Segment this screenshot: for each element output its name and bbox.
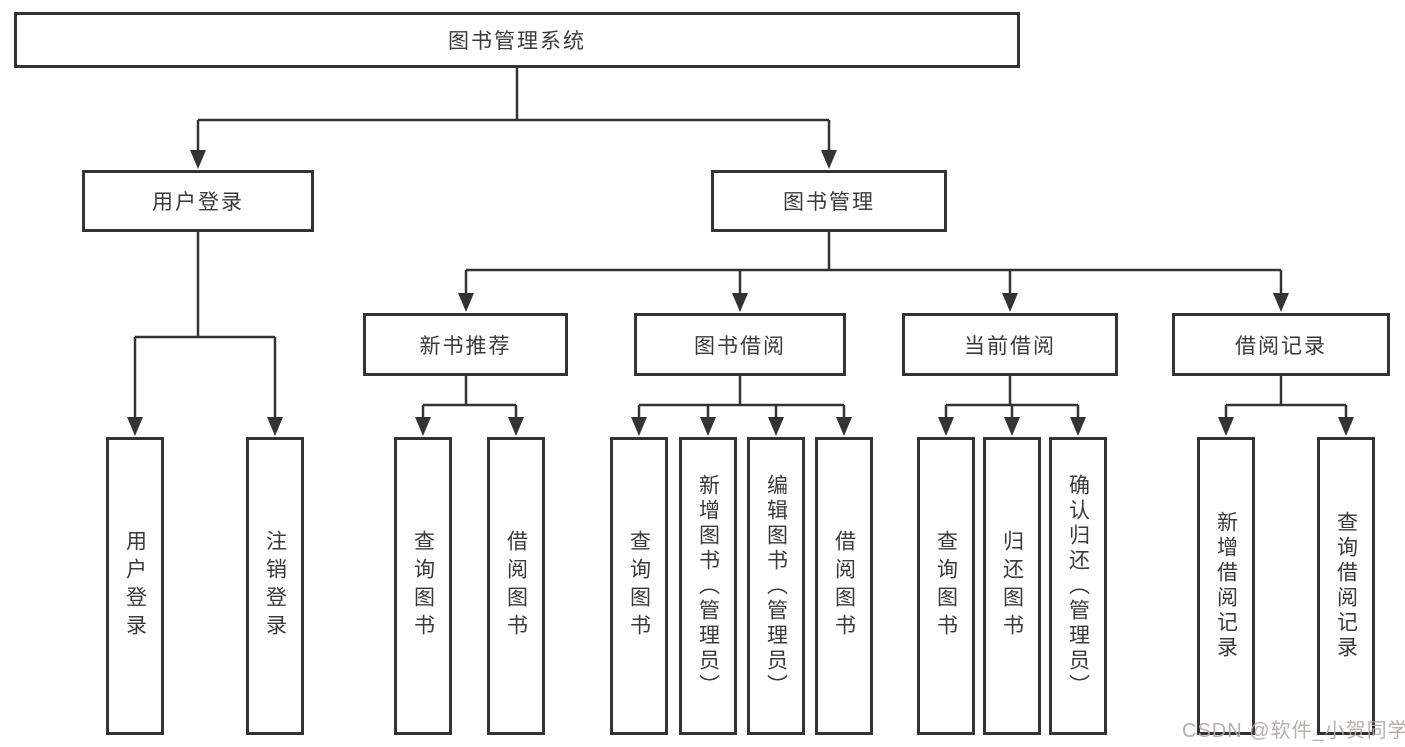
leaf-user-login-label: 用户登录: [123, 530, 147, 642]
connector-borrow-records-branch: [1224, 376, 1348, 418]
node-new-book-recommend: 新书推荐: [363, 313, 568, 376]
node-user-login-label: 用户登录: [152, 191, 244, 214]
arrowheads-level3: [458, 293, 1289, 312]
leaf-borrow-books-borrowing-label: 借阅图书: [832, 530, 856, 642]
leaf-logout-label: 注销登录: [263, 530, 287, 642]
node-book-borrowing-label: 图书借阅: [694, 334, 786, 358]
leaf-query-borrow-record: 查询借阅记录: [1317, 437, 1375, 735]
leaf-return-books: 归还图书: [983, 437, 1041, 735]
arrowheads-user-login-leaves: [127, 417, 283, 436]
node-current-borrowing-label: 当前借阅: [964, 334, 1056, 358]
leaf-confirm-return-admin: 确认归还（管理员）: [1049, 437, 1107, 735]
leaf-edit-books-admin-label: 编辑图书（管理员）: [764, 473, 788, 699]
leaf-add-books-admin: 新增图书（管理员）: [679, 437, 737, 735]
node-book-borrowing: 图书借阅: [634, 313, 846, 376]
node-borrowing-records: 借阅记录: [1172, 313, 1390, 376]
arrowheads-borrow-records-leaves: [1218, 417, 1354, 436]
leaf-user-login: 用户登录: [106, 437, 164, 735]
node-root-label: 图书管理系统: [448, 30, 586, 53]
leaf-add-books-admin-label: 新增图书（管理员）: [696, 473, 720, 699]
arrowheads-new-books-leaves: [415, 417, 524, 436]
node-book-management: 图书管理: [711, 170, 947, 232]
leaf-query-books-borrowing: 查询图书: [610, 437, 668, 735]
leaf-borrow-books-borrowing: 借阅图书: [815, 437, 873, 735]
node-root: 图书管理系统: [14, 12, 1020, 68]
leaf-return-books-label: 归还图书: [1000, 530, 1024, 642]
leaf-query-books-borrowing-label: 查询图书: [627, 530, 651, 642]
leaf-confirm-return-admin-label: 确认归还（管理员）: [1066, 473, 1090, 699]
connector-book-management-branch: [464, 232, 1283, 294]
leaf-add-borrow-record-label: 新增借阅记录: [1214, 511, 1238, 661]
arrowheads-book-borrow-leaves: [631, 417, 852, 436]
node-new-book-recommend-label: 新书推荐: [419, 334, 512, 358]
leaf-query-books-recommend: 查询图书: [394, 437, 452, 735]
arrowheads-current-borrow-leaves: [938, 417, 1086, 436]
csdn-watermark: CSDN @软件_小贺同学: [1182, 720, 1405, 742]
arrowheads-level2: [190, 150, 837, 169]
node-user-login: 用户登录: [82, 170, 314, 232]
connector-new-books-branch: [421, 376, 518, 418]
leaf-borrow-books-recommend: 借阅图书: [487, 437, 545, 735]
leaf-query-books-current-label: 查询图书: [934, 530, 958, 642]
node-current-borrowing: 当前借阅: [902, 313, 1118, 376]
leaf-logout: 注销登录: [246, 437, 304, 735]
connector-book-borrow-branch: [637, 376, 846, 418]
leaf-query-books-recommend-label: 查询图书: [411, 530, 435, 642]
leaf-edit-books-admin: 编辑图书（管理员）: [747, 437, 805, 735]
connector-current-borrow-branch: [944, 376, 1080, 418]
node-borrowing-records-label: 借阅记录: [1235, 334, 1327, 358]
node-book-management-label: 图书管理: [783, 191, 875, 214]
connector-user-login-branch: [133, 232, 277, 418]
connector-root-to-level2: [196, 68, 831, 151]
leaf-borrow-books-recommend-label: 借阅图书: [504, 530, 528, 642]
leaf-query-books-current: 查询图书: [917, 437, 975, 735]
leaf-add-borrow-record: 新增借阅记录: [1197, 437, 1255, 735]
leaf-query-borrow-record-label: 查询借阅记录: [1334, 511, 1358, 661]
